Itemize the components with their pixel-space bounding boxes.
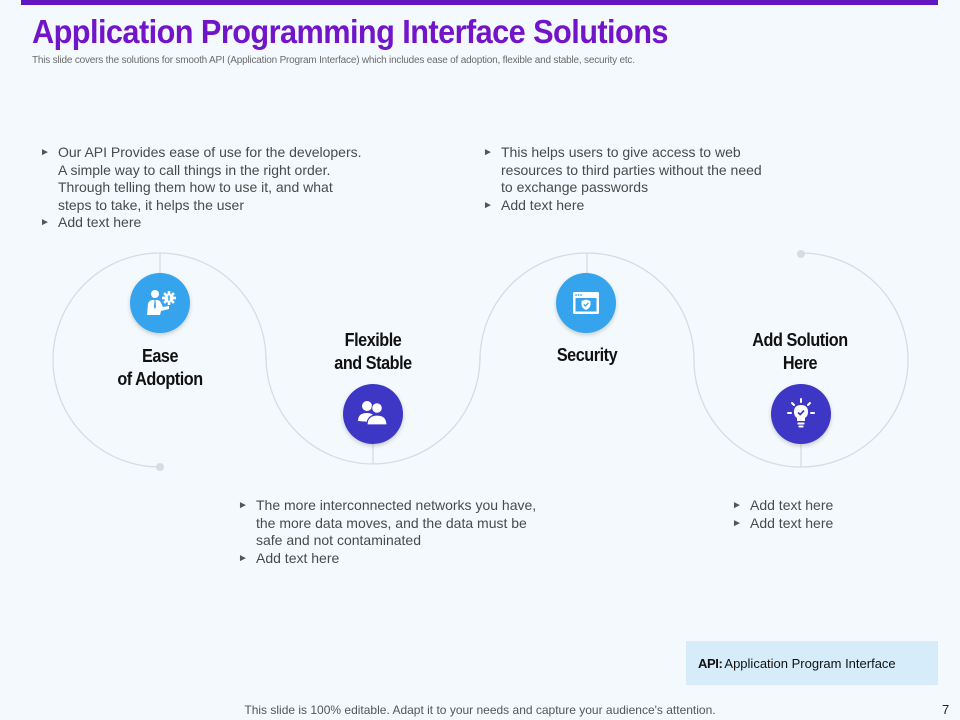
bullet-item: ►The more interconnected networks you ha… (238, 497, 537, 549)
add-solution-node (771, 384, 831, 444)
bullet-item: ►Our API Provides ease of use for the de… (40, 144, 362, 213)
ease-of-adoption-node (130, 273, 190, 333)
security-node (556, 273, 616, 333)
bullet-arrow-icon: ► (483, 199, 493, 211)
flexible-stable-title: Flexible and Stable (334, 330, 412, 373)
browser-shield-icon (573, 292, 599, 314)
page-number: 7 (942, 702, 950, 717)
footer-note: This slide is 100% editable. Adapt it to… (244, 703, 716, 717)
bullet-item: ►Add text here (238, 549, 340, 566)
security-bullets: ►This helps users to give access to web … (483, 144, 763, 214)
bullet-item: ►This helps users to give access to web … (483, 144, 762, 196)
add-solution-bullets: ►Add text here ►Add text here (732, 497, 882, 532)
api-definition: Application Program Interface (724, 655, 896, 671)
flow-arc-4 (693, 252, 909, 468)
top-accent-bar (21, 0, 938, 5)
bullet-arrow-icon: ► (483, 147, 493, 158)
add-solution-title: Add Solution Here (752, 330, 848, 373)
bullet-arrow-icon: ► (40, 147, 50, 158)
api-term: API: (698, 655, 723, 671)
bullet-arrow-icon: ► (732, 500, 742, 511)
bullet-arrow-icon: ► (238, 500, 248, 511)
bullet-item: ►Add text here (40, 214, 142, 231)
bullet-arrow-icon: ► (40, 217, 50, 229)
flow-end-dot (797, 250, 805, 258)
page-title: Application Programming Interface Soluti… (32, 13, 668, 50)
flexible-stable-node (343, 384, 403, 444)
bullet-arrow-icon: ► (732, 517, 742, 529)
flow-arc-1 (52, 252, 267, 468)
lightbulb-check-icon (787, 398, 815, 428)
bullet-item: ►Add text here (732, 514, 834, 531)
bullet-arrow-icon: ► (238, 552, 248, 564)
bullet-item: ►Add text here (732, 497, 834, 513)
users-icon (358, 401, 388, 426)
businessman-gear-icon (147, 290, 176, 315)
flow-start-dot (156, 463, 164, 471)
page-subtitle: This slide covers the solutions for smoo… (32, 55, 635, 66)
ease-of-adoption-title: Ease of Adoption (117, 346, 203, 389)
bullet-item: ►Add text here (483, 196, 585, 213)
flexible-stable-bullets: ►The more interconnected networks you ha… (238, 497, 538, 567)
ease-of-adoption-bullets: ►Our API Provides ease of use for the de… (40, 144, 370, 232)
api-definition-box: API: Application Program Interface (686, 641, 938, 685)
security-title: Security (556, 345, 618, 365)
